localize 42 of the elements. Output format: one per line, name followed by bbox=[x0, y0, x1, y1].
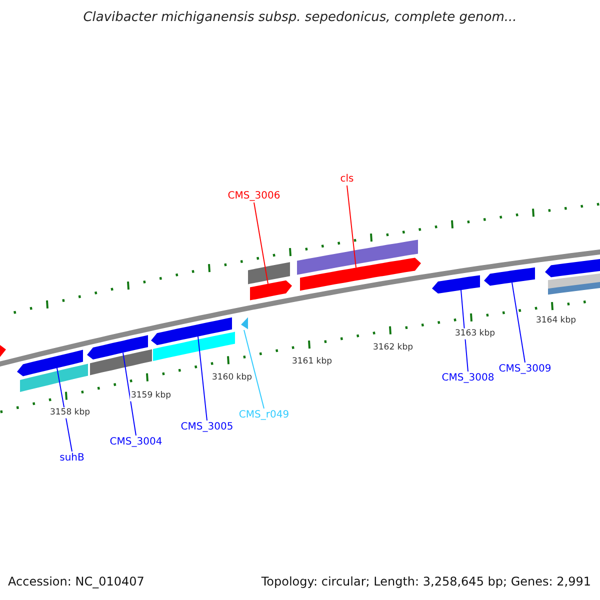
gene-label: cls bbox=[340, 174, 354, 184]
leader-line bbox=[346, 185, 356, 268]
gene-feature bbox=[548, 272, 600, 290]
gene-label: CMS_3005 bbox=[180, 422, 234, 432]
tick-label: 3162 kbp bbox=[372, 342, 414, 354]
leader-line bbox=[56, 368, 72, 452]
tick-label: 3164 kbp bbox=[534, 315, 578, 327]
gene-feature bbox=[248, 262, 290, 284]
feature-triangle bbox=[241, 317, 248, 330]
gene-feature bbox=[87, 335, 148, 360]
tick-label: 3161 kbp bbox=[290, 356, 334, 368]
title: Clavibacter michiganensis subsp. sepedonicus, complete genom... bbox=[83, 10, 517, 26]
gene-feature bbox=[432, 275, 480, 294]
gene-label: CMS_3009 bbox=[498, 364, 552, 374]
gene-label: CMS_3008 bbox=[442, 372, 494, 384]
gene-feature bbox=[153, 332, 235, 361]
gene-feature bbox=[545, 258, 600, 278]
tick-label: 3159 kbp bbox=[130, 390, 172, 402]
gene-feature bbox=[17, 350, 83, 376]
gene-feature bbox=[250, 280, 292, 300]
gene-feature bbox=[300, 258, 421, 291]
tick-label: 3163 kbp bbox=[454, 328, 496, 340]
gene-feature bbox=[20, 364, 88, 392]
leader-line bbox=[512, 282, 526, 363]
gene-feature bbox=[484, 267, 535, 286]
gene-feature bbox=[548, 280, 600, 295]
tick-label: 3158 kbp bbox=[48, 407, 92, 419]
gene-feature bbox=[90, 349, 152, 376]
leader-line bbox=[198, 336, 208, 421]
gene-feature bbox=[0, 345, 6, 360]
footer-text: Topology: circular; Length: 3,258,645 bp; Genes: 2,991 bbox=[261, 575, 591, 589]
gene-label: CMS_r049 bbox=[238, 410, 290, 420]
gene-feature bbox=[151, 317, 232, 346]
leader-line bbox=[254, 202, 268, 284]
leader-line bbox=[122, 352, 136, 436]
gene-label: suhB bbox=[60, 452, 84, 464]
footer-text: Accession: NC_010407 bbox=[8, 575, 144, 589]
tick-label: 3160 kbp bbox=[210, 372, 254, 384]
leader-line bbox=[244, 330, 264, 409]
gene-label: CMS_3006 bbox=[228, 190, 280, 202]
gene-label: CMS_3004 bbox=[110, 436, 162, 448]
gene-feature bbox=[297, 240, 418, 275]
